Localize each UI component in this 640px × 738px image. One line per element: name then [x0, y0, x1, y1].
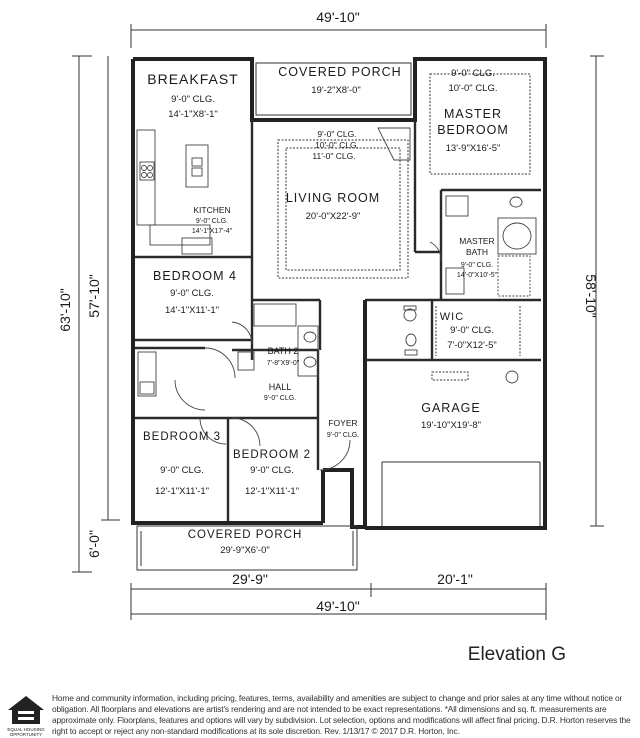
- living-room-name: LIVING ROOM: [286, 191, 380, 205]
- garage-name: GARAGE: [421, 401, 481, 415]
- bedroom-3-clg: 9'-0" CLG.: [160, 465, 204, 476]
- kitchen-clg: 9'-0" CLG.: [196, 218, 228, 225]
- master-bath-size: 14'-0"X10'-5": [457, 272, 498, 279]
- wic-clg: 9'-0" CLG.: [450, 325, 494, 336]
- breakfast-size: 14'-1"X8'-1": [168, 109, 217, 120]
- front-porch-name: COVERED PORCH: [188, 529, 303, 541]
- front-porch-size: 29'-9"X6'-0": [220, 545, 269, 556]
- elevation-label: Elevation G: [467, 644, 566, 665]
- master-bath-name1: MASTER: [459, 236, 494, 246]
- equal-housing-text: EQUAL HOUSING OPPORTUNITY: [7, 727, 45, 737]
- breakfast-clg: 9'-0" CLG.: [171, 94, 215, 105]
- master-bath-name2: BATH: [466, 247, 488, 257]
- wic-size: 7'-0"X12'-5": [447, 340, 496, 351]
- bedroom-4-clg: 9'-0" CLG.: [170, 288, 214, 299]
- living-room-clg: 9'-0" CLG.: [317, 129, 356, 139]
- bedroom-3-name: BEDROOM 3: [143, 431, 221, 443]
- interior-walls: [135, 120, 541, 521]
- master-bedroom-size: 13'-9"X16'-5": [446, 143, 501, 154]
- bedroom-2-size: 12'-1"X11'-1": [245, 486, 299, 497]
- master-bath-clg: 9'-0" CLG.: [461, 262, 493, 269]
- dim-top-overall: 49'-10": [316, 9, 359, 25]
- breakfast-name: BREAKFAST: [147, 71, 238, 87]
- equal-housing-logo: [8, 696, 44, 724]
- rear-porch-name: COVERED PORCH: [278, 65, 401, 79]
- foyer-name: FOYER: [328, 418, 357, 428]
- dim-bottom-left: 29'-9": [232, 571, 268, 587]
- fixtures: [136, 62, 541, 571]
- kitchen-name: KITCHEN: [193, 205, 230, 215]
- dim-left-overall: 63'-10": [57, 288, 73, 331]
- bath-2-size: 7'-8"X9'-0": [267, 360, 300, 367]
- room-labels: BREAKFAST 9'-0" CLG. 14'-1"X8'-1" COVERE…: [143, 65, 509, 556]
- dim-left-porch: 6'-0": [86, 530, 102, 558]
- bedroom-4-size: 14'-1"X11'-1": [165, 305, 219, 316]
- master-bedroom-name2: BEDROOM: [437, 123, 509, 137]
- bedroom-2-clg: 9'-0" CLG.: [250, 465, 294, 476]
- dim-bottom-right: 20'-1": [437, 571, 473, 587]
- dim-right-garage: 58'-10": [583, 274, 599, 317]
- bedroom-4-name: BEDROOM 4: [153, 269, 237, 283]
- bedroom-3-size: 12'-1"X11'-1": [155, 486, 209, 497]
- dimension-lines: [72, 24, 604, 620]
- floor-plan: 49'-10" 29'-9" 20'-1" 49'-10" 63'-10" 57…: [57, 9, 604, 620]
- garage-size: 19'-10"X19'-8": [421, 420, 481, 431]
- kitchen-size: 14'-1"X17'-4": [192, 228, 233, 235]
- living-room-clg2: 10'-0" CLG.: [315, 140, 359, 150]
- hall-clg: 9'-0" CLG.: [264, 395, 296, 402]
- living-room-size: 20'-0"X22'-9": [306, 211, 361, 222]
- wic-name: WIC: [440, 311, 464, 323]
- bedroom-2-name: BEDROOM 2: [233, 449, 311, 461]
- living-room-clg3: 11'-0" CLG.: [312, 151, 355, 161]
- hall-name: HALL: [269, 382, 292, 392]
- master-bedroom-clg2: 10'-0" CLG.: [448, 83, 497, 94]
- rear-porch-size: 19'-2"X8'-0": [311, 85, 360, 96]
- master-bedroom-clg: 9'-0" CLG.: [451, 68, 495, 79]
- exterior-walls: [131, 57, 547, 530]
- foyer-clg: 9'-0" CLG.: [327, 432, 359, 439]
- master-bedroom-name1: MASTER: [444, 107, 502, 121]
- disclaimer-text: Home and community information, includin…: [52, 693, 631, 736]
- dim-bottom-overall: 49'-10": [316, 598, 359, 614]
- bath-2-name: BATH 2: [268, 346, 299, 356]
- dim-left-house: 57'-10": [86, 274, 102, 317]
